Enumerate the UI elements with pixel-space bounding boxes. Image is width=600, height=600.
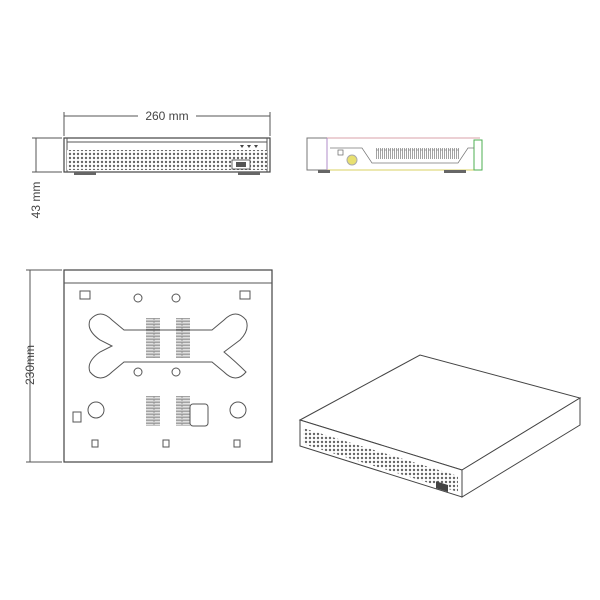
height-label: 43 mm (29, 182, 43, 219)
connector-icon (346, 154, 358, 166)
side-view (306, 137, 483, 173)
width-label: 260 mm (145, 109, 188, 123)
height-dimension: 43 mm (29, 137, 62, 219)
bottom-view (63, 269, 273, 463)
isometric-view (298, 354, 582, 498)
width-dimension: 260 mm (63, 109, 271, 136)
depth-dimension: 230mm (23, 269, 62, 463)
depth-label: 230mm (23, 345, 37, 385)
status-led-icons (240, 145, 258, 148)
front-view (63, 137, 271, 175)
